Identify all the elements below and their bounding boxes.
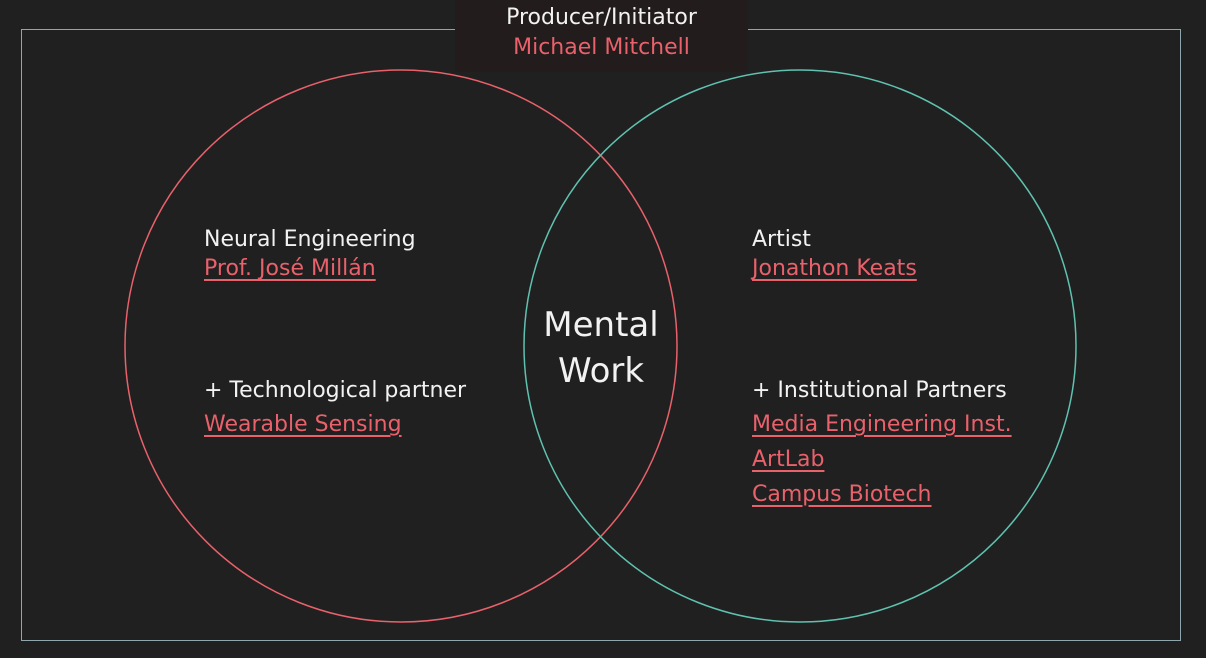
center-title-line-2: Work [557, 351, 645, 391]
producer-header-box [455, 0, 748, 72]
right-partner-link-campus-biotech[interactable]: Campus Biotech [752, 482, 932, 507]
left-heading: Neural Engineering [204, 227, 416, 252]
right-heading: Artist [752, 227, 811, 252]
left-person-link[interactable]: Prof. José Millán [204, 256, 376, 281]
right-person-link[interactable]: Jonathon Keats [752, 256, 917, 281]
left-partner-link-wearable-sensing[interactable]: Wearable Sensing [204, 412, 402, 437]
producer-role-label: Producer/Initiator [506, 5, 697, 30]
right-partner-heading: + Institutional Partners [752, 378, 1007, 403]
right-partner-link-artlab[interactable]: ArtLab [752, 447, 825, 472]
center-title-line-1: Mental [543, 305, 659, 345]
artist-circle [523, 69, 1077, 623]
left-partner-heading: + Technological partner [204, 378, 467, 403]
center-title: Mental Work [500, 302, 702, 394]
producer-name: Michael Mitchell [513, 35, 690, 60]
neural-engineering-circle [124, 69, 678, 623]
right-partner-link-media-engineering[interactable]: Media Engineering Inst. [752, 412, 1012, 437]
